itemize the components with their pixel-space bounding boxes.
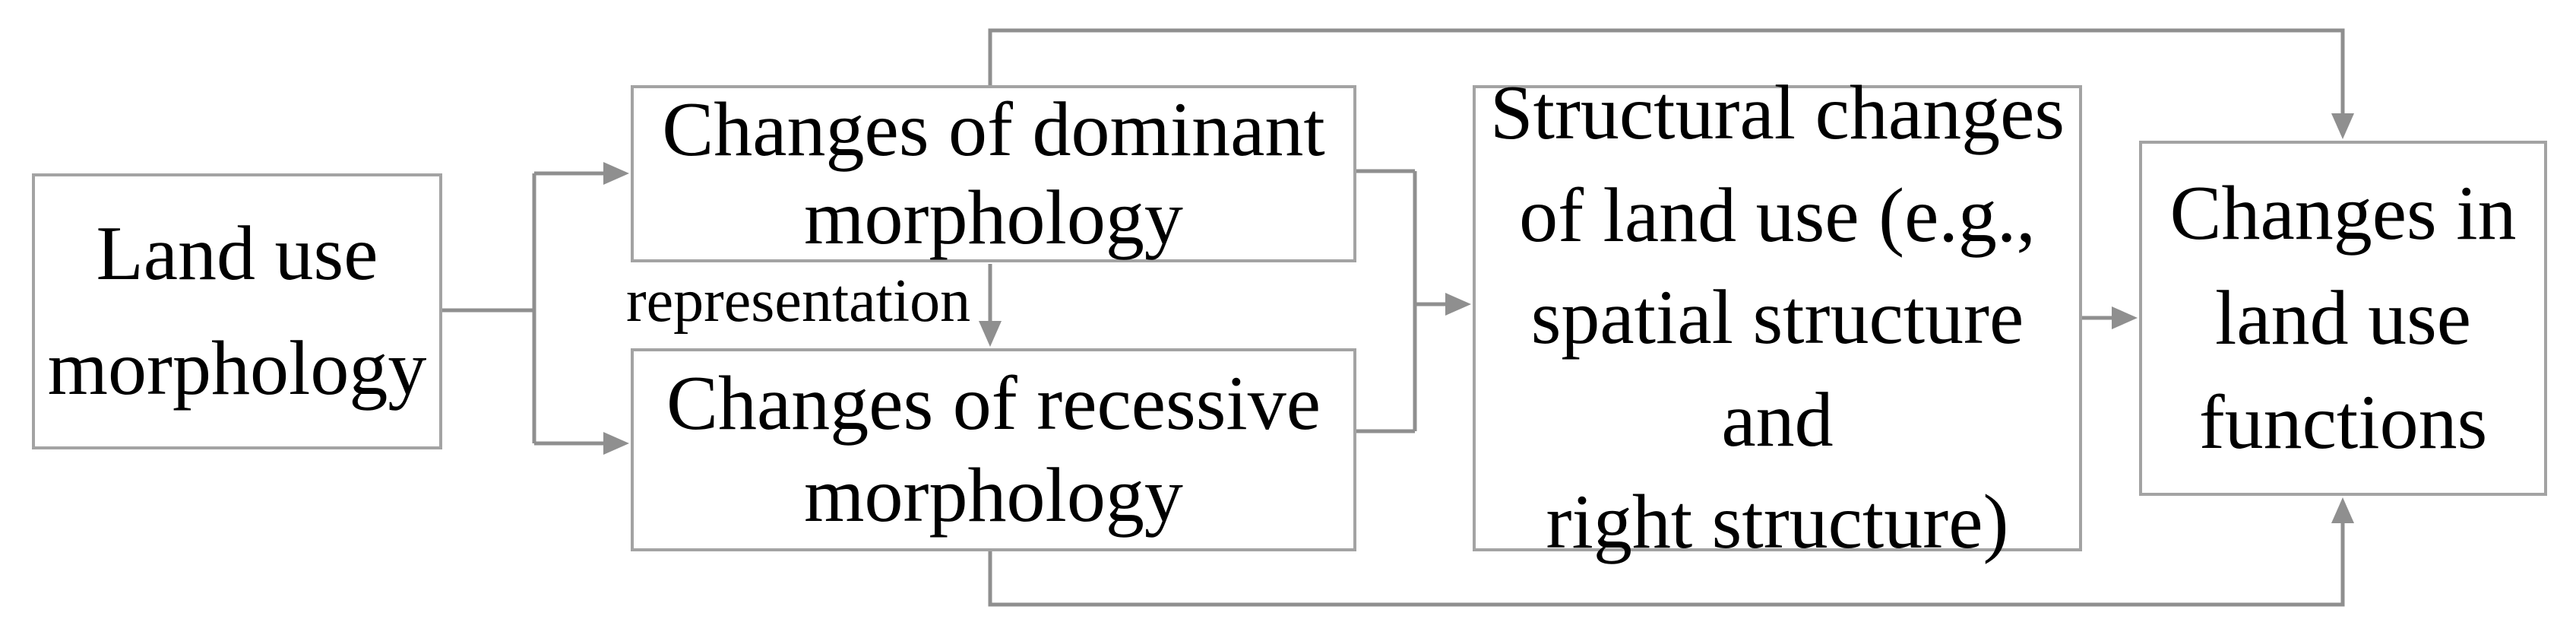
edge-landuse-to-fork	[442, 173, 536, 443]
node-land-use-morphology: Land use morphology	[32, 173, 442, 449]
node-changes-recessive-morphology: Changes of recessive morphology	[631, 348, 1356, 551]
node-changes-recessive-morphology-label: Changes of recessive morphology	[666, 360, 1321, 538]
arrow-dominant-to-functions-top	[988, 28, 2354, 139]
node-land-use-morphology-label: Land use morphology	[47, 210, 427, 411]
arrow-fork-to-dominant	[534, 162, 629, 185]
node-changes-land-use-functions: Changes in land use functions	[2139, 141, 2547, 496]
node-structural-changes-land-use: Structural changes of land use (e.g., sp…	[1473, 70, 2082, 565]
arrow-representation-dominant-to-recessive	[979, 264, 1002, 347]
node-changes-dominant-morphology: Changes of dominant morphology	[631, 85, 1356, 262]
arrow-merge-to-structural	[1415, 293, 1471, 316]
node-changes-land-use-functions-label: Changes in land use functions	[2169, 170, 2517, 466]
arrow-structural-to-functions	[2082, 306, 2138, 329]
edge-label-representation: representation	[626, 268, 971, 335]
node-changes-dominant-morphology-label: Changes of dominant morphology	[662, 87, 1325, 261]
arrow-recessive-to-functions-bottom	[988, 497, 2354, 607]
node-structural-changes-land-use-label: Structural changes of land use (e.g., sp…	[1489, 69, 2065, 566]
arrow-fork-to-recessive	[534, 432, 629, 455]
edge-merge-rail	[1356, 169, 1417, 433]
